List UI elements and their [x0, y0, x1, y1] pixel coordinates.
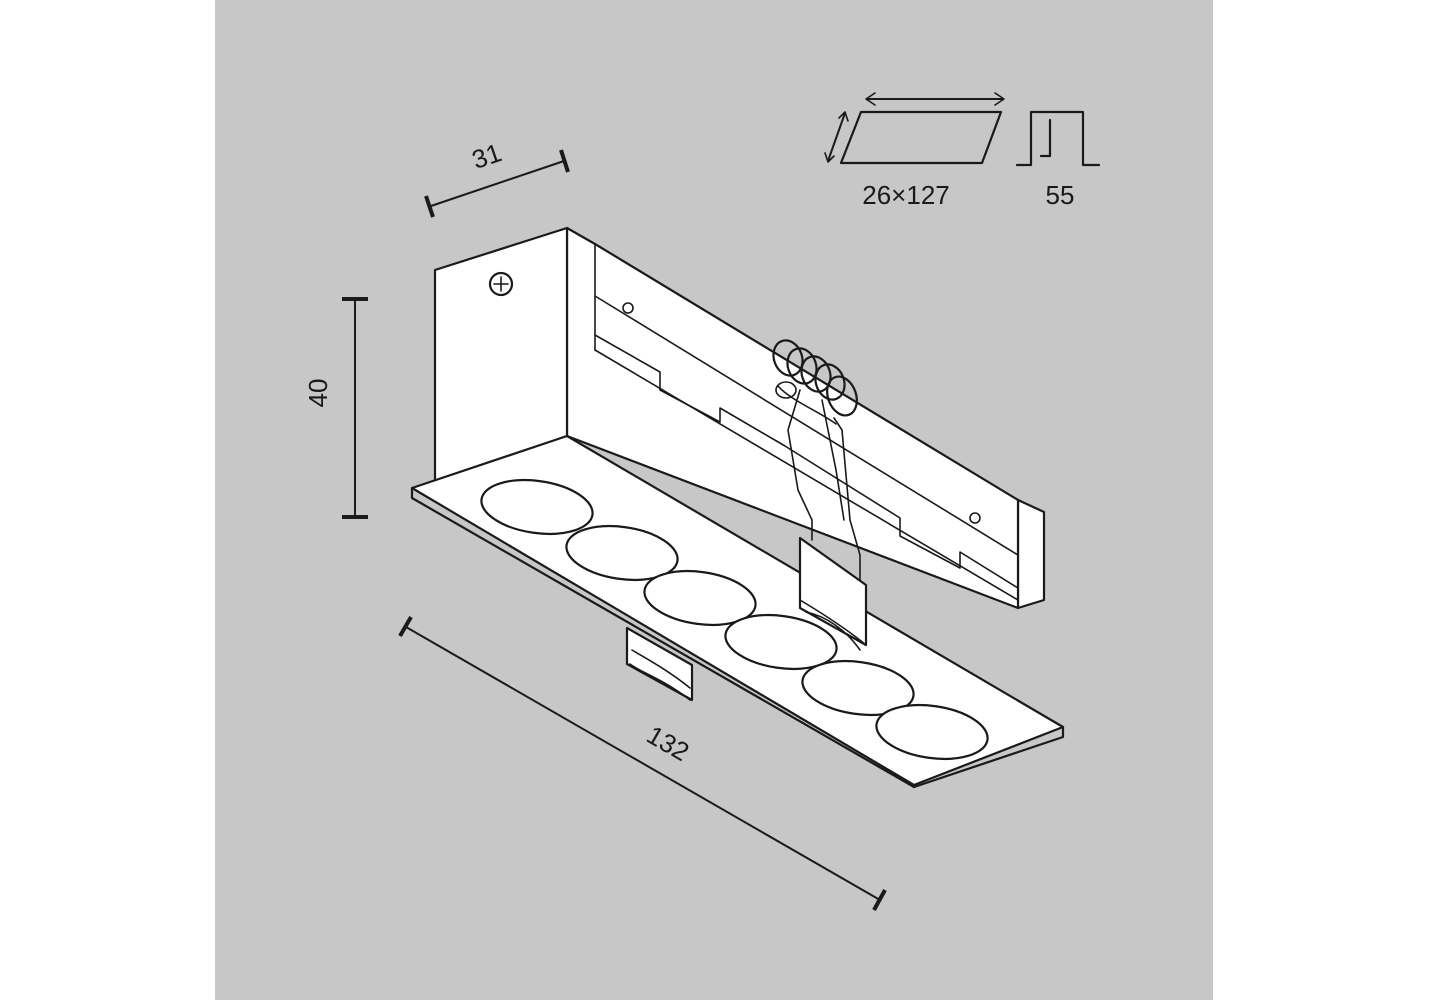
lens-opening-1 [480, 478, 594, 536]
end-bracket [1016, 498, 1046, 610]
grey-background [215, 0, 1213, 1000]
spring-clip [772, 339, 868, 651]
lens-opening-5 [801, 659, 915, 717]
depth-label: 55 [1046, 180, 1075, 210]
lower-clip [625, 626, 694, 702]
luminaire-body [410, 226, 1065, 789]
width-dimension [424, 149, 570, 218]
rail-bottom [594, 334, 1019, 589]
length-dimension [398, 615, 887, 911]
lens-opening-4 [724, 613, 838, 671]
depth-icon [1015, 110, 1101, 167]
cutout-icon [824, 92, 1005, 165]
lens-opening-2 [565, 524, 679, 582]
cutout-size-label: 26×127 [862, 180, 949, 210]
height-dimension [342, 297, 368, 519]
lens-opening-3 [643, 569, 757, 627]
screw-icon [488, 271, 514, 297]
lens-opening-6 [875, 703, 989, 761]
height-label: 40 [303, 379, 333, 408]
